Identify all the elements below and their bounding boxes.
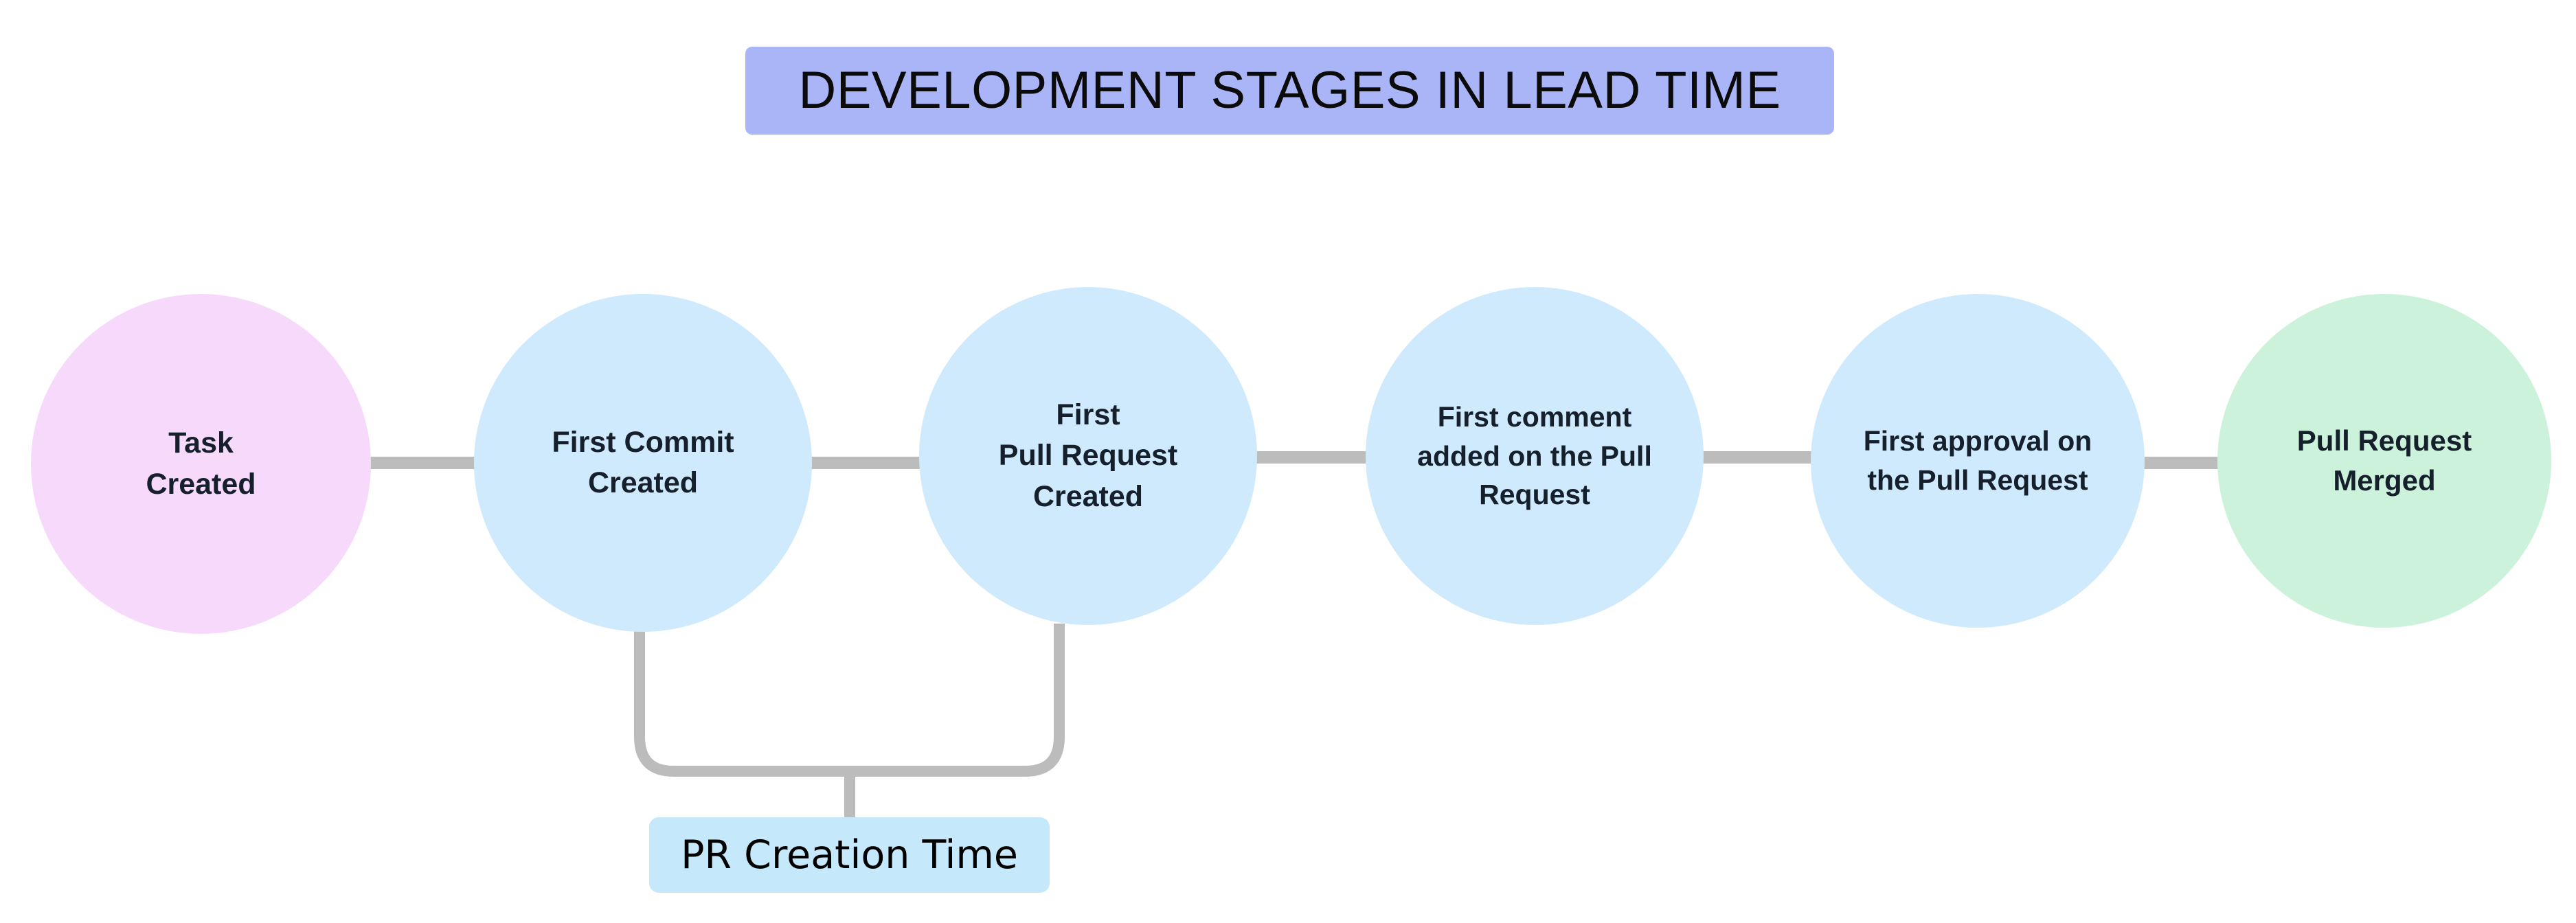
page-title: DEVELOPMENT STAGES IN LEAD TIME — [798, 61, 1781, 119]
stage-label: First approval on the Pull Request — [1863, 425, 2092, 496]
stage-label: Pull Request Merged — [2296, 424, 2472, 497]
stage-label: First comment added on the Pull Request — [1417, 401, 1652, 511]
annotation-pr-creation-time[interactable]: PR Creation Time — [649, 817, 1050, 893]
stage-node-task-created[interactable]: Task Created — [31, 294, 371, 634]
stage-node-first-comment-added[interactable]: First comment added on the Pull Request — [1366, 287, 1704, 625]
stage-node-first-pull-request-created[interactable]: First Pull Request Created — [919, 287, 1257, 625]
bracket-pr-creation-time — [634, 624, 1065, 777]
stage-label: First Pull Request Created — [998, 398, 1178, 513]
diagram-title-banner: DEVELOPMENT STAGES IN LEAD TIME — [745, 47, 1834, 135]
stage-label: Task Created — [146, 426, 256, 501]
stage-node-first-approval[interactable]: First approval on the Pull Request — [1811, 294, 2145, 628]
stage-node-first-commit-created[interactable]: First Commit Created — [474, 294, 812, 632]
stage-node-pull-request-merged[interactable]: Pull Request Merged — [2217, 294, 2551, 628]
annotation-label: PR Creation Time — [681, 832, 1018, 878]
stage-label: First Commit Created — [552, 425, 734, 499]
